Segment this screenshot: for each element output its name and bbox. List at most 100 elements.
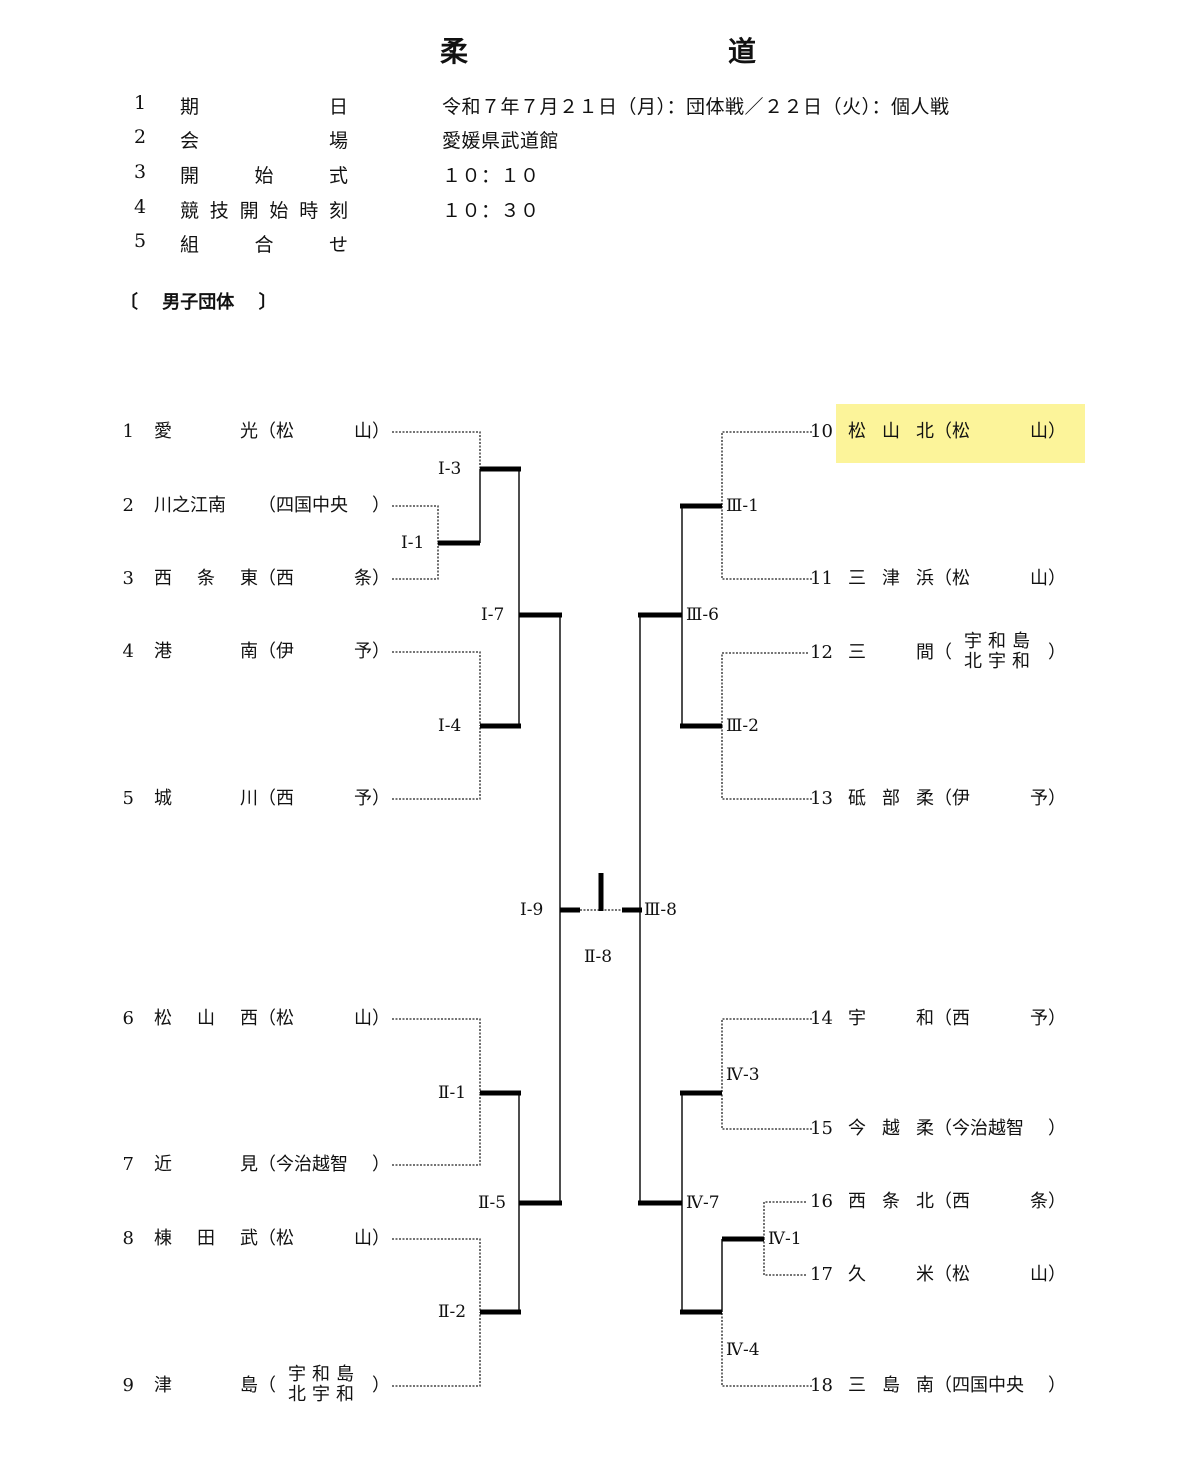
char: 米 — [916, 1264, 934, 1285]
char: 予 — [354, 641, 372, 662]
char: 松 — [154, 1008, 172, 1029]
match-label: Ⅱ-5 — [478, 1193, 507, 1213]
team-region-line: 北宇和 — [288, 1384, 360, 1405]
match-label: Ⅱ-8 — [584, 947, 613, 967]
team-number: 2 — [122, 495, 134, 516]
info-value-opening: １０：１０ — [442, 165, 540, 187]
paren: （ — [258, 495, 276, 516]
match-label: Ⅰ-3 — [438, 459, 462, 479]
paren: （ — [934, 568, 952, 589]
paren: （ — [934, 421, 952, 442]
info-num: 2 — [133, 126, 147, 148]
char: 棟 — [154, 1228, 172, 1249]
team-region-line: 宇和島 — [288, 1364, 360, 1385]
paren: （ — [258, 1375, 276, 1396]
paren: ） — [372, 568, 390, 589]
match-label: Ⅱ-2 — [438, 1302, 467, 1322]
team-region: 松山 — [952, 419, 1048, 445]
team-number: 9 — [122, 1375, 134, 1396]
char: 松 — [848, 421, 866, 442]
team-region: 松山 — [952, 1262, 1048, 1288]
bracket-line — [392, 1018, 481, 1093]
bracket-line — [721, 1312, 812, 1387]
char: 港 — [154, 641, 172, 662]
section-heading-text: 男子団体 — [162, 292, 235, 313]
char: 山 — [1030, 1264, 1048, 1285]
team-name: 今越柔 — [848, 1116, 934, 1142]
paren: ） — [1048, 1191, 1066, 1212]
char: 西 — [952, 1191, 970, 1212]
paren: （ — [258, 1154, 276, 1175]
team-number: 12 — [810, 642, 833, 663]
team-name: 西条東 — [154, 566, 258, 592]
char: 山 — [354, 1008, 372, 1029]
bracket-line — [392, 1238, 481, 1312]
team-name: 久米 — [848, 1262, 934, 1288]
page-title-char-2: 道 — [728, 35, 757, 68]
info-label-draw: 組合せ — [180, 230, 348, 257]
team-region: 伊予 — [276, 639, 372, 665]
char: 西 — [154, 568, 172, 589]
info-label-char: 開 — [239, 200, 259, 222]
team-name: 棟田武 — [154, 1226, 258, 1252]
team-number: 4 — [122, 641, 134, 662]
team-number: 15 — [810, 1118, 833, 1139]
team-name: 松山北 — [848, 419, 934, 445]
char: 城 — [154, 788, 172, 809]
info-num: 4 — [133, 196, 147, 218]
bracket-close: 〕 — [258, 292, 277, 313]
team-number: 16 — [810, 1191, 833, 1212]
paren: （ — [258, 1008, 276, 1029]
char: 松 — [276, 421, 294, 442]
char: 部 — [882, 788, 900, 809]
char: 条 — [197, 568, 215, 589]
paren: （ — [934, 642, 952, 663]
char: 三 — [848, 642, 866, 663]
char: 山 — [882, 421, 900, 442]
paren: ） — [372, 1375, 390, 1396]
bracket-open: 〔 — [120, 292, 138, 313]
paren: （ — [934, 1118, 952, 1139]
match-label: Ⅲ-2 — [726, 716, 759, 736]
team-region-line: 北宇和 — [964, 651, 1036, 672]
paren: ） — [1048, 1118, 1066, 1139]
char: 柔 — [916, 788, 934, 809]
team-name: 愛光 — [154, 419, 258, 445]
char: 島 — [882, 1375, 900, 1396]
info-label-date: 期日 — [180, 92, 348, 119]
char: 山 — [354, 421, 372, 442]
char: 北 — [916, 421, 934, 442]
team-name: 川之江南 — [154, 495, 226, 516]
team-name: 砥部柔 — [848, 786, 934, 812]
char: 条 — [882, 1191, 900, 1212]
bracket-line — [392, 505, 439, 543]
bracket-line — [392, 651, 481, 726]
bracket-line — [763, 1239, 806, 1276]
info-label-opening: 開始式 — [180, 161, 348, 188]
char: 東 — [240, 568, 258, 589]
char: 西 — [276, 568, 294, 589]
info-label-char: 合 — [254, 234, 274, 256]
team-number: 17 — [810, 1264, 833, 1285]
paren: ） — [1048, 642, 1066, 663]
team-region: 四国中央 — [952, 1375, 1024, 1396]
team-region-stacked: 宇和島北宇和 — [276, 1365, 372, 1405]
bracket-line — [721, 506, 812, 580]
char: 南 — [916, 1375, 934, 1396]
team-name: 城川 — [154, 786, 258, 812]
bracket-line — [392, 431, 481, 469]
char: 間 — [916, 642, 934, 663]
info-label-char: 刻 — [328, 200, 348, 222]
bracket-line — [721, 652, 808, 726]
char: 伊 — [276, 641, 294, 662]
match-label: Ⅳ-3 — [726, 1065, 760, 1085]
